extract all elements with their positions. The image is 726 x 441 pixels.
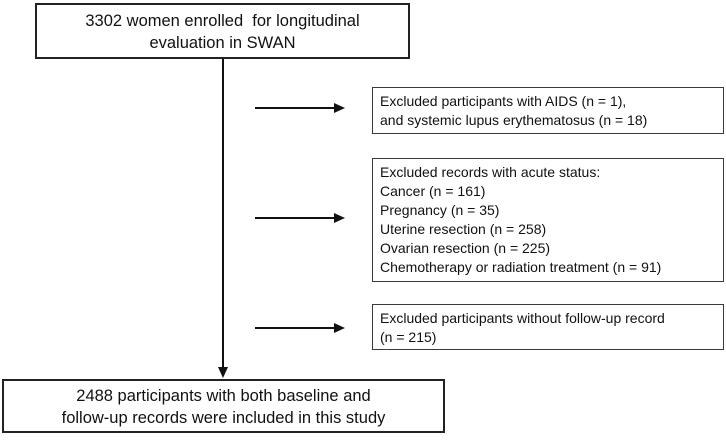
- text-line: Excluded participants with AIDS (n = 1),: [380, 93, 627, 109]
- text-line: Excluded participants without follow-up …: [380, 310, 665, 326]
- text-line: Chemotherapy or radiation treatment (n =…: [380, 259, 662, 275]
- text-line: Cancer (n = 161): [380, 183, 486, 199]
- branch-arrow-line-2: [255, 217, 334, 219]
- branch-arrowhead-icon-1: [334, 103, 345, 113]
- main-flow-arrow-line: [222, 59, 224, 367]
- text-line: 2488 participants with both baseline and: [76, 387, 371, 405]
- exclusion-box-aids-lupus: Excluded participants with AIDS (n = 1),…: [372, 87, 724, 134]
- exclusion-box-acute-status: Excluded records with acute status: Canc…: [372, 158, 724, 282]
- branch-arrow-line-1: [255, 107, 334, 109]
- text-line: Uterine resection (n = 258): [380, 221, 547, 237]
- included-box: 2488 participants with both baseline and…: [2, 379, 445, 433]
- enrollment-box: 3302 women enrolled for longitudinal eva…: [35, 3, 410, 59]
- exclusion-box-no-followup: Excluded participants without follow-up …: [372, 304, 724, 350]
- text-line: and systemic lupus erythematosus (n = 18…: [380, 112, 648, 128]
- text-line: evaluation in SWAN: [149, 34, 296, 52]
- branch-arrow-line-3: [255, 327, 334, 329]
- text-line: 3302 women enrolled for longitudinal: [85, 12, 360, 30]
- text-line: follow-up records were included in this …: [61, 409, 386, 427]
- branch-arrowhead-icon-2: [334, 213, 345, 223]
- text-line: (n = 215): [380, 329, 437, 345]
- main-flow-arrowhead-icon: [218, 367, 228, 378]
- text-line: Pregnancy (n = 35): [380, 202, 500, 218]
- branch-arrowhead-icon-3: [334, 323, 345, 333]
- text-line: Ovarian resection (n = 225): [380, 240, 551, 256]
- text-line: Excluded records with acute status:: [380, 164, 601, 180]
